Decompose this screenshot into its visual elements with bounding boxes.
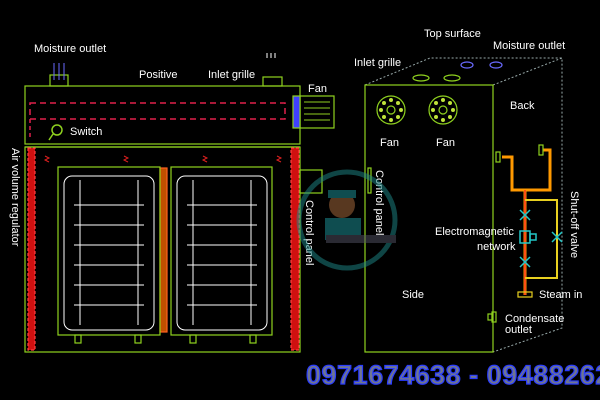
label-positive: Positive	[139, 69, 178, 81]
inlet-grille-2	[443, 74, 461, 82]
fan-icon-2	[428, 95, 458, 125]
pipe-cap-icons	[495, 144, 544, 163]
back-outline	[364, 57, 563, 353]
moisture-outlet-2	[489, 61, 503, 69]
fan-blade-column	[292, 95, 301, 129]
feet	[74, 334, 257, 344]
valve-icons	[519, 209, 563, 268]
heat-wave-icons	[43, 155, 283, 163]
front-view	[24, 53, 335, 353]
drying-chamber	[24, 146, 301, 353]
label-electromagnetic: Electromagnetic	[435, 226, 514, 238]
air-chamber	[24, 85, 301, 145]
label-moisture-outlet-side: Moisture outlet	[493, 40, 565, 52]
left-tray-frame	[57, 166, 161, 336]
label-condensate: Condensate	[505, 313, 564, 325]
side-panel	[364, 84, 494, 353]
label-fan-1: Fan	[380, 137, 399, 149]
right-heater	[290, 147, 300, 351]
center-heater	[159, 167, 168, 333]
label-moisture-outlet: Moisture outlet	[34, 43, 106, 55]
label-switch: Switch	[70, 126, 102, 138]
label-back: Back	[510, 100, 535, 112]
fan-icon-1	[376, 95, 406, 125]
condensate-outlet-icon	[487, 311, 497, 323]
label-fan: Fan	[308, 83, 327, 95]
phone-watermark: 0971674638 - 0948826226	[306, 360, 600, 390]
moisture-outlet-1	[460, 61, 474, 69]
inlet-grille-icon	[266, 53, 276, 58]
label-top-surface: Top surface	[424, 28, 481, 40]
label-inlet-grille-side: Inlet grille	[354, 57, 401, 69]
tray-carts	[63, 175, 268, 331]
label-side: Side	[402, 289, 424, 301]
label-air-volume-regulator: Air volume regulator	[9, 148, 21, 247]
mascot-logo-watermark	[296, 169, 398, 271]
left-heater	[27, 147, 36, 351]
fan-box	[299, 95, 335, 129]
inlet-grille-1	[412, 74, 430, 82]
label-inlet-grille: Inlet grille	[208, 69, 255, 81]
right-tray-frame	[170, 166, 273, 336]
air-duct-dashed	[29, 102, 286, 120]
label-network: network	[477, 241, 516, 253]
side-view	[364, 57, 563, 353]
bypass-pipe	[525, 199, 558, 279]
moisture-vent-icon	[53, 63, 65, 80]
label-fan-2: Fan	[436, 137, 455, 149]
switch-icon	[48, 124, 63, 141]
label-outlet: outlet	[505, 324, 532, 336]
steam-inlet	[517, 291, 533, 298]
steam-pipes	[502, 148, 552, 295]
label-steam-in: Steam in	[539, 289, 582, 301]
label-shutoff-valve: Shut-off valve	[568, 191, 580, 258]
inlet-grille-box	[262, 76, 283, 87]
